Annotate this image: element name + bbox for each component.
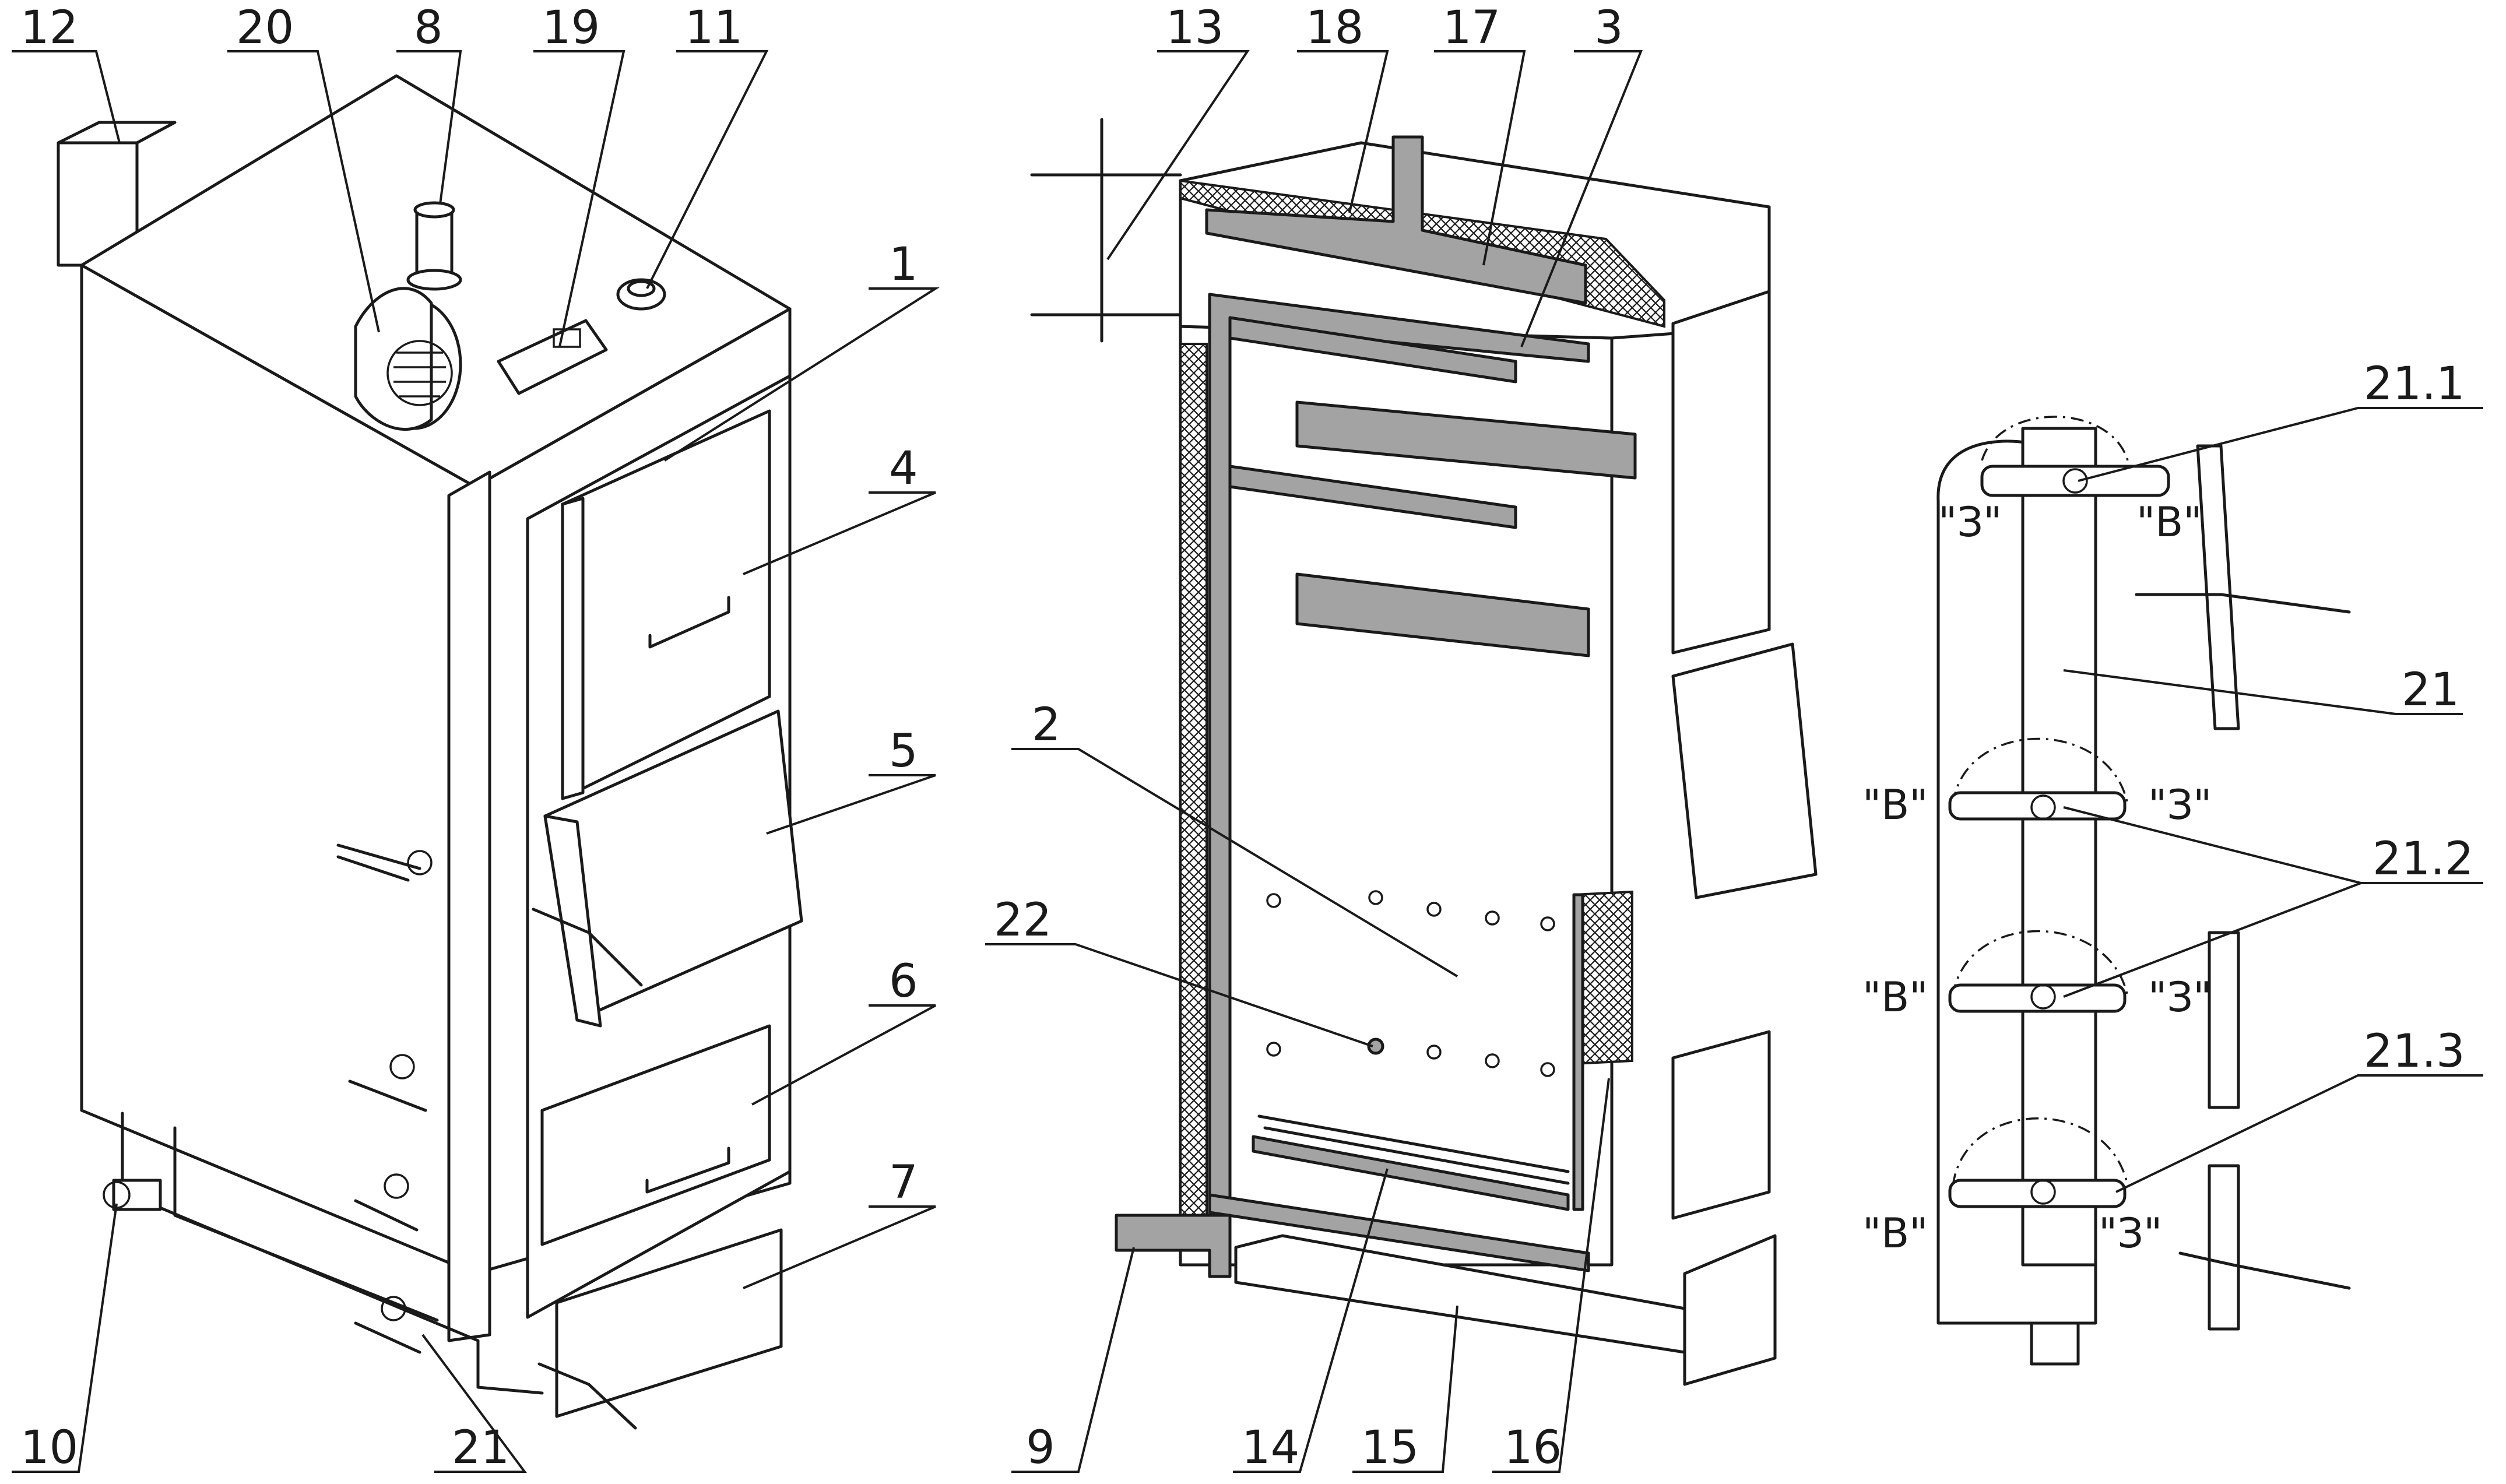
- callout-16: 16: [1504, 1422, 1562, 1474]
- callout-22: 22: [994, 894, 1052, 947]
- callout-15: 15: [1361, 1422, 1419, 1474]
- position-marks: "З" "В" "В" "З" "В" "З" "В" "З": [1862, 498, 2212, 1257]
- position-mark-v-3: "В": [1862, 973, 1928, 1021]
- callout-19: 19: [542, 2, 600, 54]
- callout-11: 11: [685, 2, 743, 54]
- callout-10: 10: [20, 1422, 78, 1474]
- position-mark-v-1: "В": [2136, 498, 2202, 546]
- callout-21-left: 21: [452, 1422, 509, 1474]
- callout-18: 18: [1306, 2, 1363, 54]
- position-mark-v-2: "В": [1862, 781, 1928, 829]
- callout-17: 17: [1443, 2, 1500, 54]
- position-mark-z-2: "З": [2148, 781, 2212, 829]
- callout-21-1: 21.1: [2364, 358, 2465, 410]
- callout-8: 8: [414, 2, 443, 54]
- callouts: 12 20 8 19 11 1 4 5 6 7 10 21 13 18 17 3…: [12, 2, 2483, 1474]
- callout-1: 1: [889, 238, 918, 291]
- boiler-section-view: [1030, 118, 1818, 1386]
- callout-20: 20: [236, 2, 294, 54]
- position-mark-z-3: "З": [2148, 973, 2212, 1021]
- callout-2: 2: [1032, 699, 1061, 751]
- callout-21-2: 21.2: [2373, 833, 2474, 885]
- boiler-exterior-view: [57, 74, 803, 1430]
- callout-12: 12: [20, 2, 78, 54]
- position-mark-z-4: "З": [2099, 1209, 2162, 1257]
- callout-21-right: 21: [2402, 664, 2459, 716]
- callout-4: 4: [889, 442, 918, 495]
- air-holes: [1266, 890, 1555, 1077]
- callout-6: 6: [889, 955, 918, 1008]
- callout-3: 3: [1594, 2, 1623, 54]
- callout-13: 13: [1166, 2, 1224, 54]
- callout-7: 7: [889, 1156, 918, 1209]
- position-mark-z-1: "З": [1938, 498, 2002, 546]
- callout-9: 9: [1026, 1422, 1055, 1474]
- callout-5: 5: [889, 725, 918, 778]
- door-positions-view: [1936, 416, 2351, 1366]
- callout-21-3: 21.3: [2364, 1025, 2465, 1078]
- callout-14: 14: [1242, 1422, 1299, 1474]
- position-mark-v-4: "В": [1862, 1209, 1928, 1257]
